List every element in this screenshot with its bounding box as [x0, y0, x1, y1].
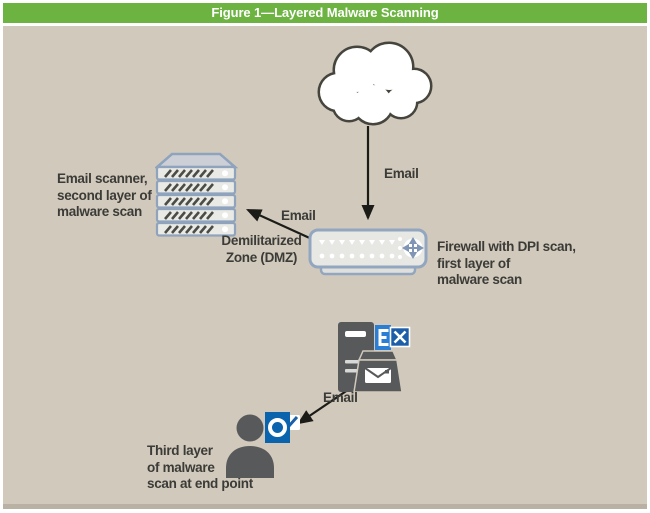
label-dmz: Demilitarized Zone (DMZ) [221, 233, 302, 265]
firewall-appliance-icon [308, 228, 428, 276]
microsoft-exchange-logo-icon [375, 325, 411, 350]
mail-tray-icon [353, 350, 403, 393]
route-arrows-icon [402, 237, 424, 259]
internet-cloud-icon [317, 41, 433, 126]
mail-server-tower-icon [338, 322, 403, 393]
label-email-server-to-endpoint: Email [323, 390, 358, 405]
label-firewall: Firewall with DPI scan, first layer of m… [437, 239, 576, 287]
figure-title: Figure 1—Layered Malware Scanning [3, 3, 647, 23]
label-endpoint: Third layer of malware scan at end point [147, 443, 253, 491]
end-user-person-icon [226, 414, 274, 478]
label-email-firewall-to-scanner: Email [281, 208, 316, 223]
microsoft-outlook-logo-icon [265, 412, 300, 443]
diagram-canvas: Email Firewall with DPI scan, first laye… [3, 26, 647, 509]
label-email-cloud-to-firewall: Email [384, 166, 419, 181]
label-email-scanner: Email scanner, second layer of malware s… [57, 171, 152, 219]
server-stack-icon [155, 152, 239, 237]
